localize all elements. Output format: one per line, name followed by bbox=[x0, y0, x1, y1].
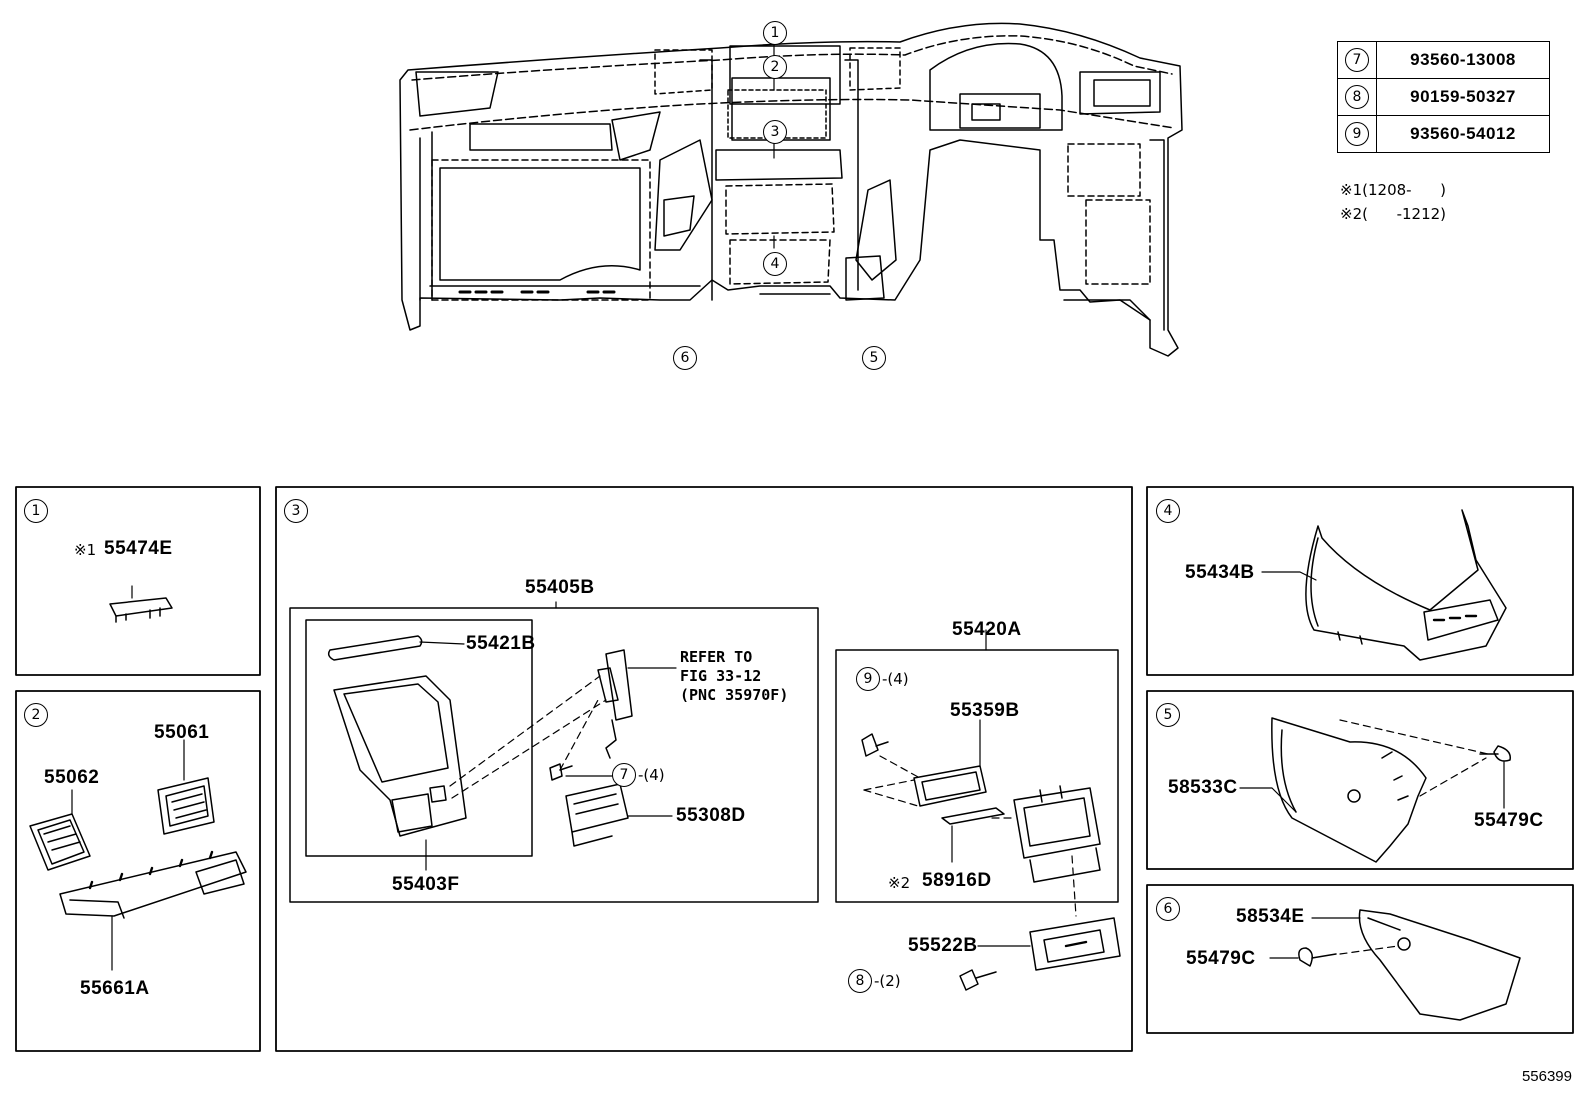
qty-7: -(4) bbox=[638, 766, 665, 784]
screw-55479C-5-drawing bbox=[1479, 745, 1511, 809]
part-label-55421B: 55421B bbox=[466, 633, 536, 654]
part-label-55479C: 55479C bbox=[1186, 948, 1256, 969]
part-label-55479C: 55479C bbox=[1474, 810, 1544, 831]
overview-callout-6: 6 bbox=[673, 346, 697, 370]
part-58534E-drawing bbox=[1311, 909, 1521, 1021]
part-55421B-drawing bbox=[327, 635, 465, 661]
part-55661A-drawing bbox=[59, 850, 247, 971]
panel-5-number: 5 bbox=[1156, 703, 1180, 727]
part-label-55420A: 55420A bbox=[952, 619, 1022, 640]
table-row: 9 93560-54012 bbox=[1337, 115, 1550, 153]
guides-5 bbox=[1339, 719, 1489, 797]
screw-9-drawing bbox=[861, 733, 889, 757]
guides-b bbox=[863, 755, 1077, 917]
part-55403F-drawing bbox=[333, 675, 467, 871]
ref-callout: 9 bbox=[1345, 122, 1369, 146]
part-label-58534E: 58534E bbox=[1236, 906, 1305, 927]
panel-2-number: 2 bbox=[24, 703, 48, 727]
part-label-55359B: 55359B bbox=[950, 700, 1020, 721]
part-55061-drawing bbox=[157, 739, 215, 835]
part-label-55522B: 55522B bbox=[908, 935, 978, 956]
part-label-55661A: 55661A bbox=[80, 978, 150, 999]
part-58533C-drawing bbox=[1239, 717, 1427, 863]
qty-9: -(4) bbox=[882, 670, 909, 688]
table-row: 8 90159-50327 bbox=[1337, 78, 1550, 116]
part-55522B-drawing bbox=[977, 917, 1121, 971]
screw-55479C-6-drawing bbox=[1269, 947, 1337, 967]
part-label-55403F: 55403F bbox=[392, 874, 460, 895]
overview-callout-5: 5 bbox=[862, 346, 886, 370]
callout-8: 8 bbox=[848, 969, 872, 993]
callout-9: 9 bbox=[856, 667, 880, 691]
ref-callout: 7 bbox=[1345, 48, 1369, 72]
part-55359B-drawing bbox=[913, 719, 987, 807]
ref-callout: 8 bbox=[1345, 85, 1369, 109]
part-55308D-drawing bbox=[565, 783, 673, 847]
part-58916D-drawing bbox=[941, 807, 1005, 863]
note-1: ※1(1208- ) bbox=[1340, 181, 1447, 199]
note-mark-2: ※2 bbox=[888, 874, 911, 892]
part-55434B-drawing bbox=[1261, 509, 1507, 661]
part-label-58916D: 58916D bbox=[922, 870, 992, 891]
fastener-parts-table: 7 93560-13008 8 90159-50327 9 93560-5401… bbox=[1337, 41, 1550, 153]
overview-callout-1: 1 bbox=[763, 21, 787, 45]
part-55420A-frame-drawing bbox=[1013, 785, 1101, 883]
panel-frames bbox=[15, 486, 1574, 1052]
part-55062-drawing bbox=[29, 789, 91, 871]
qty-8: -(2) bbox=[874, 972, 901, 990]
part-label-55062: 55062 bbox=[44, 767, 100, 788]
part-label-55061: 55061 bbox=[154, 722, 210, 743]
part-number: 93560-54012 bbox=[1376, 115, 1550, 153]
overview-callout-3: 3 bbox=[763, 120, 787, 144]
part-label-58533C: 58533C bbox=[1168, 777, 1238, 798]
overview-callout-4: 4 bbox=[763, 252, 787, 276]
callout-7: 7 bbox=[612, 763, 636, 787]
part-55474E-drawing bbox=[109, 585, 173, 623]
part-number: 90159-50327 bbox=[1376, 78, 1550, 116]
panel-3-number: 3 bbox=[284, 499, 308, 523]
screw-7-drawing bbox=[549, 763, 613, 781]
part-label-55308D: 55308D bbox=[676, 805, 746, 826]
panel-6-number: 6 bbox=[1156, 897, 1180, 921]
bracket-drawing bbox=[597, 649, 677, 759]
overview-callout-2: 2 bbox=[763, 55, 787, 79]
note-2: ※2( -1212) bbox=[1340, 205, 1447, 223]
part-label-55405B: 55405B bbox=[525, 577, 595, 598]
part-number: 93560-13008 bbox=[1376, 41, 1550, 79]
screw-8-drawing bbox=[959, 969, 997, 991]
table-row: 7 93560-13008 bbox=[1337, 41, 1550, 79]
panel-1-number: 1 bbox=[24, 499, 48, 523]
part-label-55474E: 55474E bbox=[104, 538, 173, 559]
figure-id: 556399 bbox=[1521, 1068, 1572, 1085]
panel-4-number: 4 bbox=[1156, 499, 1180, 523]
dashboard-overview-drawing bbox=[399, 22, 1183, 357]
note-mark-1: ※1 bbox=[74, 541, 97, 559]
part-label-55434B: 55434B bbox=[1185, 562, 1255, 583]
assembly-guides bbox=[449, 675, 607, 799]
